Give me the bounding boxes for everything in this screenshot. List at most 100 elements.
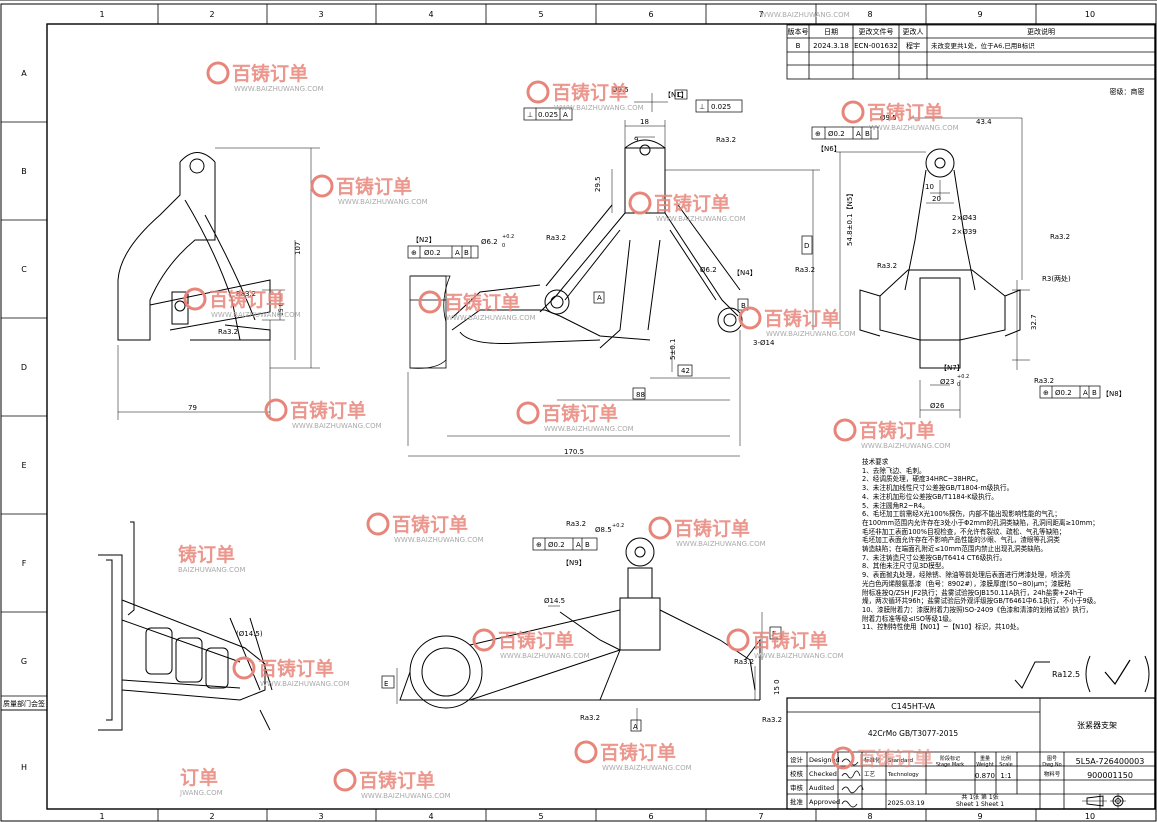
rev-header: 更改人	[903, 27, 924, 36]
watermark-logo-icon	[833, 418, 857, 442]
watermark-brand: 百铸订单	[859, 419, 935, 442]
datum-N9: 【N9】	[562, 559, 586, 567]
watermark-url: WWW.BAIZHUWANG.COM	[500, 652, 590, 660]
dim-18: 18	[640, 118, 649, 126]
fcf-datum: B	[1092, 389, 1097, 397]
roughness-label: Ra3.2	[1034, 377, 1054, 385]
fcf-value: Ø0.2	[424, 249, 441, 257]
front-view-annotations: ⊥ 0.025 A ⊥ 0.025 【N1】 C 18 9 Ø9.5 29.5 …	[407, 86, 815, 456]
watermark-brand: 百铸订单	[654, 192, 730, 215]
watermark-logo-icon	[841, 100, 865, 124]
note-line: 7、未注铸造尺寸公差按GB/T6414 CT6级执行。	[862, 553, 1007, 562]
row-label: F	[22, 559, 27, 568]
watermark-url: WWW.BAIZHUWANG.COM	[338, 198, 428, 206]
dim-9-5: Ø9.5	[612, 86, 629, 94]
watermark-logo-icon	[831, 746, 855, 770]
dim-14-5: Ø14.5	[544, 597, 565, 605]
datum-N1: 【N1】	[664, 91, 688, 99]
watermark-brand: 百铸订单	[258, 657, 334, 680]
col-label: 6	[648, 812, 653, 821]
tb-label: Approved	[809, 798, 840, 806]
dim-42: 42	[681, 367, 690, 375]
watermark: 百铸订单 WWW.BAIZHUWANG.COM	[472, 628, 590, 660]
general-roughness: Ra12.5	[1014, 655, 1150, 693]
col-label: 8	[867, 10, 872, 19]
note-line: 10、漆膜附着力：漆膜附着力按照ISO-2409《色漆和清漆的划格试验》执行，	[862, 605, 1093, 614]
watermark-url: WWW.BAIZHUWANG.COM	[260, 680, 350, 688]
roughness-label: Ra3.2	[236, 290, 256, 298]
watermark-logo-icon	[206, 61, 230, 85]
zone-column-labels: 1 2 3 4 5 6 7 8 9 10 1 2 3 4 5 6 7 8 9 1…	[99, 10, 1095, 821]
tb-label: Audited	[809, 784, 834, 792]
watermark: 百铸订单 WWW.BAIZHUWANG.COM	[574, 740, 692, 772]
tb-label: Technology	[887, 772, 920, 778]
roughness-label: Ra3.2	[546, 234, 566, 242]
roughness-label: Ra3.2	[566, 520, 586, 528]
row-label: B	[21, 167, 27, 176]
dim-107: 107	[294, 242, 302, 255]
fcf-value: 0.025	[538, 111, 558, 119]
watermark-brand: 百铸订单	[764, 307, 840, 330]
watermark-brand: 百铸订单	[867, 101, 943, 124]
material-code: C145HT-VA	[891, 702, 935, 711]
dim-9-5b: Ø9.5	[880, 114, 897, 122]
watermark: 百铸订单 WWW.BAIZHUWANG.COM	[833, 418, 951, 450]
watermark: 百铸订单 WWW.BAIZHUWANG.COM	[418, 290, 536, 322]
watermark-url: BAIZHUWANG.COM	[178, 566, 246, 574]
watermark: 百铸订单 WWW.BAIZHUWANG.COM	[206, 61, 324, 93]
row-label: E	[21, 461, 26, 470]
note-line: 2、经调质处理，硬度34HRC~38HRC。	[862, 475, 983, 484]
watermark: 百铸订单 WWW.BAIZHUWANG.COM	[841, 100, 959, 132]
col-label: 3	[318, 10, 323, 19]
classification-note: 密级：商密	[1110, 87, 1145, 96]
dim-54-8: 54.8±0.1【N5】	[846, 190, 854, 246]
fcf-datum: B	[865, 130, 870, 138]
rev-header: 更改说明	[1027, 27, 1055, 36]
tb-label: Dwg.No	[1042, 762, 1062, 768]
rev-cell: 未改变更共1处，位于A6,已用B标识	[931, 41, 1035, 50]
technical-requirements: 技术要求 1、去除飞边、毛刺。 2、经调质处理，硬度34HRC~38HRC。 3…	[862, 458, 1150, 632]
datum-B: B	[741, 302, 746, 310]
watermark-brand: 百铸订单	[600, 741, 676, 764]
fcf-datum: A	[856, 130, 861, 138]
date-value: 2025.03.19	[887, 799, 924, 807]
watermark: 百铸订单 WWW.BAIZHUWANG.COM	[526, 80, 644, 112]
watermark-brand: 百铸订单	[552, 81, 628, 104]
watermark-brand: 订单	[180, 766, 218, 789]
tb-label: 阶段标记	[940, 755, 960, 762]
tb-label: Checked	[809, 770, 837, 778]
tb-label: Scale	[999, 762, 1012, 768]
watermark: 百铸订单 WWW.BAIZHUWANG.COM	[366, 512, 484, 544]
sheet-count: 共 1张 第 1张	[961, 793, 998, 801]
dim-15: 15 0	[278, 302, 285, 316]
note-line: 5、未注圆角R2~R4。	[862, 501, 929, 510]
dim-20: 20	[932, 195, 941, 203]
watermark-brand: 百铸订单	[290, 399, 366, 422]
tb-label: 批准	[790, 797, 804, 806]
fcf-value: Ø0.2	[1055, 389, 1072, 397]
watermark: 铸订单 BAIZHUWANG.COM	[178, 543, 246, 574]
dim-6-2-right: Ø6.2	[700, 266, 717, 274]
note-line: 11、控制特性使用【N01】~【N10】标识，共10处。	[862, 623, 1024, 632]
note-line: 附着力标准等级≤ISO等级1级。	[862, 614, 956, 623]
watermark-brand: 百铸订单	[498, 629, 574, 652]
tol-zero: 0	[957, 382, 960, 388]
col-label: 2	[209, 812, 214, 821]
dim-79: 79	[188, 404, 197, 412]
watermark: 百铸订单 WWW.BAIZHUWANG.COM	[628, 191, 746, 223]
right-side-view	[836, 117, 1030, 418]
revision-table: 版本号 日期 更改文件号 更改人 更改说明 B 2024.3.18 ECN-00…	[786, 24, 1156, 96]
rev-header: 日期	[824, 28, 838, 36]
roughness-general: Ra12.5	[1052, 670, 1080, 679]
roughness-label: Ra3.2	[795, 266, 815, 274]
watermark: 订单 JWANG.COM	[179, 766, 223, 797]
watermark: WWW.BAIZHUWANG.COM	[760, 11, 850, 19]
note-line: 在100mm范围内允许存在3处小于Φ2mm的孔洞类缺陷，孔洞间距离≥10mm；	[862, 518, 1099, 527]
rev-cell: 程宇	[906, 41, 920, 50]
roughness-label: Ra3.2	[716, 136, 736, 144]
front-view	[407, 93, 820, 457]
watermark-brand: 百铸订单	[336, 175, 412, 198]
tb-label: Standard	[888, 758, 913, 764]
